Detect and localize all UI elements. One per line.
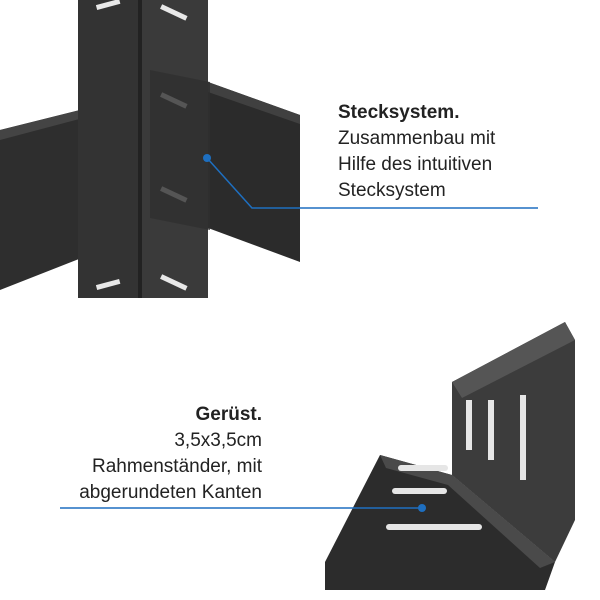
stecksystem-line-3: Stecksystem <box>338 180 446 201</box>
geruest-illustration <box>60 322 575 590</box>
stecksystem-callout-line <box>206 157 538 209</box>
stecksystem-title: Stecksystem. <box>338 102 460 123</box>
profile-slots-horizontal <box>386 465 482 530</box>
stecksystem-illustration <box>0 0 538 298</box>
geruest-line-2: Rahmenständer, mit <box>91 456 262 477</box>
geruest-line-3: abgerundeten Kanten <box>79 482 262 503</box>
shelf-beam-right <box>208 82 300 262</box>
profile-slots-vertical <box>466 395 526 480</box>
geruest-line-1: 3,5x3,5cm <box>174 430 262 451</box>
stecksystem-panel: Stecksystem. Zusammenbau mit Hilfe des i… <box>0 0 538 298</box>
profile-horizontal-flange <box>325 455 555 590</box>
geruest-panel: Gerüst. 3,5x3,5cm Rahmenständer, mit abg… <box>0 300 600 600</box>
stecksystem-line-1: Zusammenbau mit <box>338 128 496 149</box>
geruest-caption: Gerüst. 3,5x3,5cm Rahmenständer, mit abg… <box>79 402 262 506</box>
geruest-title: Gerüst. <box>195 404 262 425</box>
stecksystem-caption: Stecksystem. Zusammenbau mit Hilfe des i… <box>338 100 495 204</box>
stecksystem-line-2: Hilfe des intuitiven <box>338 154 493 175</box>
